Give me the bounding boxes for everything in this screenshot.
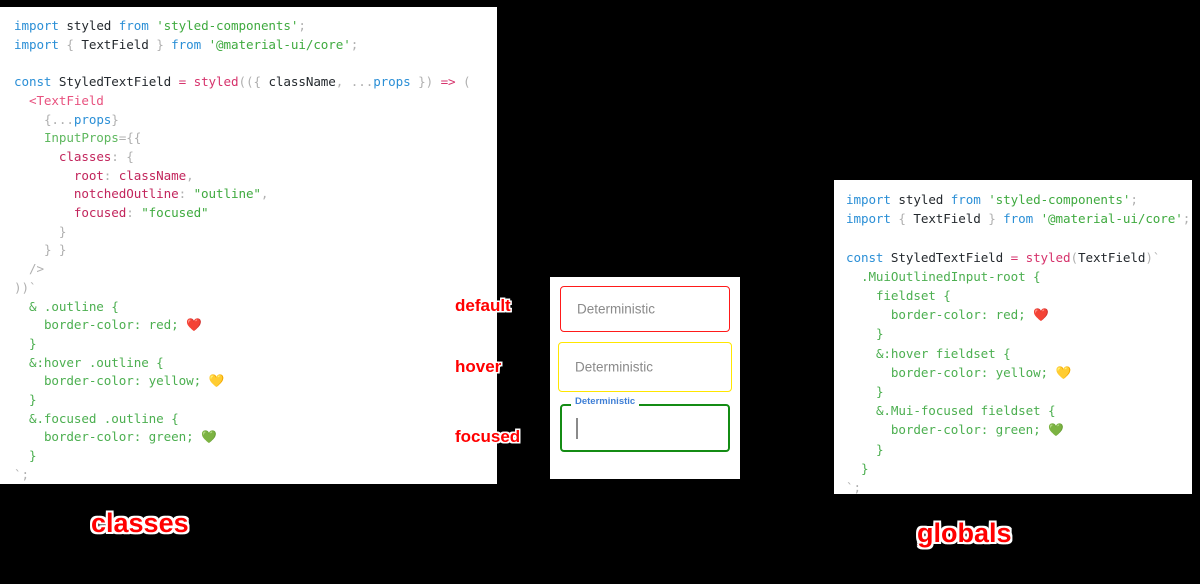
code-block-globals: import styled from 'styled-components'; … bbox=[846, 192, 1191, 494]
code-panel-globals: import styled from 'styled-components'; … bbox=[834, 180, 1192, 494]
textfield-focused-label: Deterministic bbox=[571, 397, 640, 409]
caption-globals: globals bbox=[917, 518, 1012, 548]
code-panel-classes: import styled from 'styled-components'; … bbox=[0, 7, 497, 484]
text-caret bbox=[576, 418, 578, 439]
textfield-demo-card: Deterministic Deterministic Deterministi… bbox=[550, 277, 740, 479]
annotation-default: default bbox=[455, 296, 511, 315]
annotation-hover: hover bbox=[455, 357, 502, 376]
textfield-default[interactable]: Deterministic bbox=[560, 286, 730, 332]
textfield-hover-placeholder: Deterministic bbox=[575, 359, 654, 375]
textfield-hover[interactable]: Deterministic bbox=[558, 342, 732, 392]
code-block-classes: import styled from 'styled-components'; … bbox=[14, 18, 471, 482]
textfield-focused[interactable]: Deterministic bbox=[560, 397, 730, 452]
caption-classes: classes bbox=[91, 508, 189, 538]
textfield-default-placeholder: Deterministic bbox=[577, 301, 656, 317]
annotation-focused: focused bbox=[455, 427, 521, 446]
